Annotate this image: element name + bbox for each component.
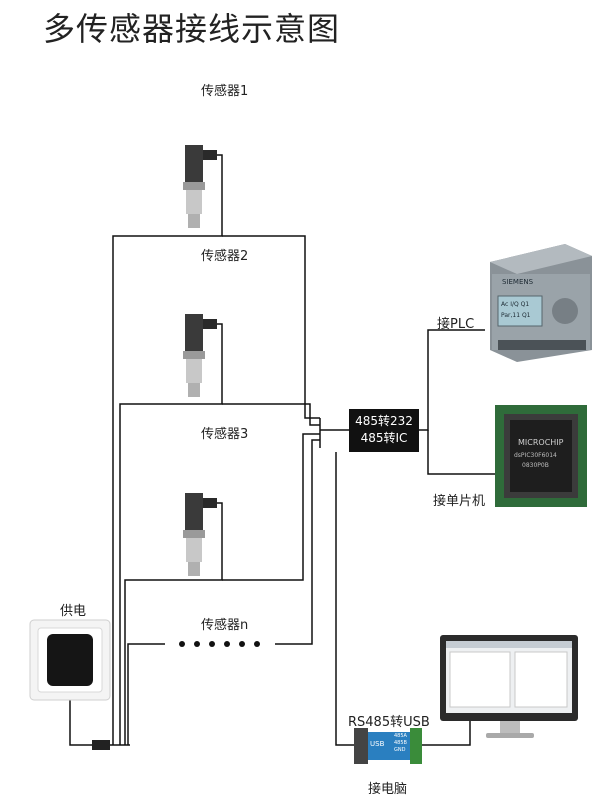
chip-line1: dsPIC30F6014 [514, 452, 557, 459]
plc-label: 接PLC [437, 317, 475, 332]
sensor-1-label: 传感器1 [201, 84, 249, 99]
power-label: 供电 [60, 604, 87, 619]
sensor-n-label: 传感器n [201, 618, 249, 633]
usb-adapter-title: RS485转USB [348, 715, 430, 730]
usb-adapter-pin-gnd: GND [394, 747, 406, 753]
chip-brand: MICROCHIP [518, 438, 564, 447]
plc-screen-line1: Ac I/Q Q1 [501, 301, 530, 308]
usb-adapter-pin-b: 485B [394, 740, 407, 746]
usb-adapter-left-text: USB [370, 740, 385, 748]
converter-line1: 485转232 [355, 414, 413, 428]
sensor-2-label: 传感器2 [201, 249, 249, 264]
page-title: 多传感器接线示意图 [43, 10, 341, 48]
chip-line2: 0830P0B [522, 462, 549, 469]
converter-line2: 485转IC [360, 431, 408, 445]
plc-brand: SIEMENS [502, 278, 534, 286]
sensor-2-device [183, 314, 217, 397]
mcu-board [495, 405, 587, 507]
usb-adapter-pin-a: 485A [394, 733, 407, 739]
sensor-3-device [183, 493, 217, 576]
sensor-n-dots [179, 641, 260, 647]
mcu-label: 接单片机 [433, 494, 486, 509]
wire-bus [69, 154, 495, 746]
converter-box: 485转232 485转IC [349, 409, 419, 452]
computer-monitor [440, 635, 578, 738]
power-adapter [29, 619, 111, 750]
plc-device [490, 244, 592, 362]
usb-adapter-label: 接电脑 [368, 782, 408, 797]
plc-screen-line2: Par,11 Q1 [501, 312, 531, 319]
sensor-3-label: 传感器3 [201, 427, 249, 442]
sensor-1-device [183, 145, 217, 228]
usb-adapter-device [354, 728, 422, 764]
